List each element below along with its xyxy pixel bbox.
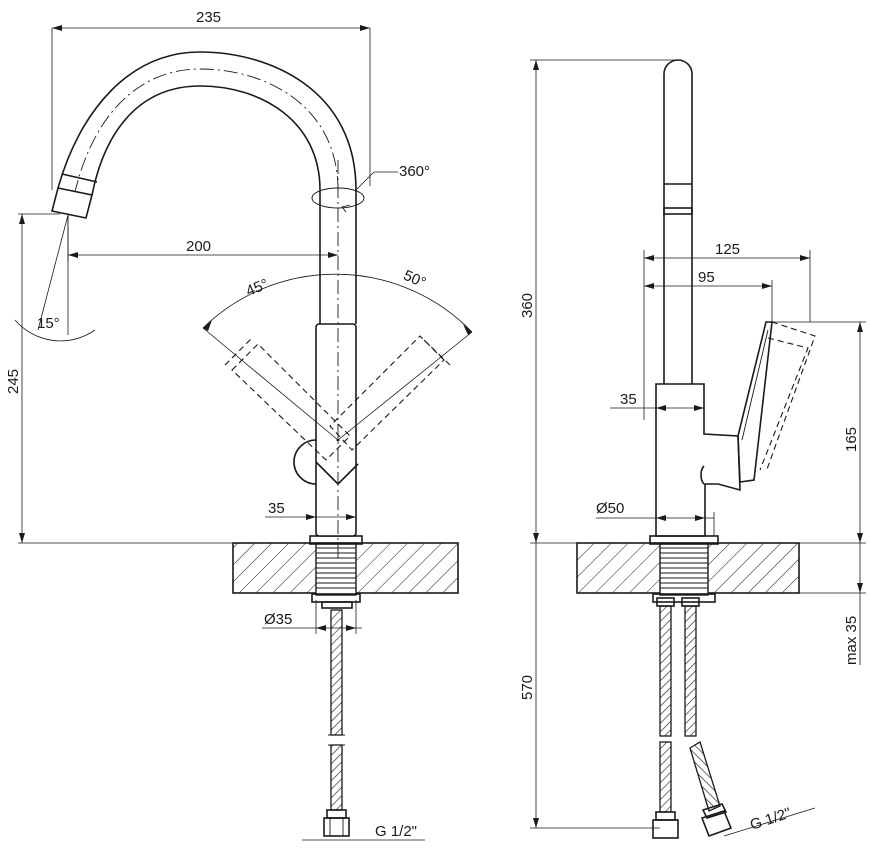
front-view <box>14 25 473 841</box>
handle-side <box>737 321 773 483</box>
hose-front-upper <box>330 609 343 736</box>
arc-spout <box>57 51 357 191</box>
faucet-body-side <box>655 383 741 537</box>
dim-handle-reach: 125 <box>715 241 740 258</box>
faucet-body-front <box>315 323 357 537</box>
dim-hose-length: 570 <box>519 675 536 700</box>
dim-spout-reach: 200 <box>186 238 211 255</box>
dim-spout-tilt: 15° <box>37 315 60 332</box>
dim-width-total: 235 <box>196 9 221 26</box>
dim-handle-offset: 95 <box>698 269 715 286</box>
dim-hole-diameter: Ø35 <box>264 611 292 628</box>
dim-max-thickness: max 35 <box>843 616 860 665</box>
dim-thread-right: G 1/2" <box>748 805 793 834</box>
dim-base-diameter: Ø50 <box>596 500 624 517</box>
hose-side-left-lower <box>659 741 672 813</box>
dim-height-total: 360 <box>519 293 536 318</box>
hose-side-right-upper <box>684 605 697 737</box>
dim-height-spout: 245 <box>5 369 22 394</box>
mounting-thread-side <box>659 542 709 596</box>
dim-handle-height: 165 <box>843 427 860 452</box>
dim-angle-right: 50° <box>401 267 429 292</box>
side-view <box>530 59 866 839</box>
hose-side-left-upper <box>659 605 672 737</box>
dim-angle-left: 45° <box>244 276 271 300</box>
dim-rotation: 360° <box>399 163 430 180</box>
hose-front-lower <box>330 744 343 811</box>
mounting-thread-front <box>315 542 357 596</box>
dim-body-width: 35 <box>268 500 285 517</box>
dim-thread-left: G 1/2" <box>375 823 417 840</box>
hose-side-right-lower <box>689 741 721 812</box>
dim-side-body: 35 <box>620 391 637 408</box>
